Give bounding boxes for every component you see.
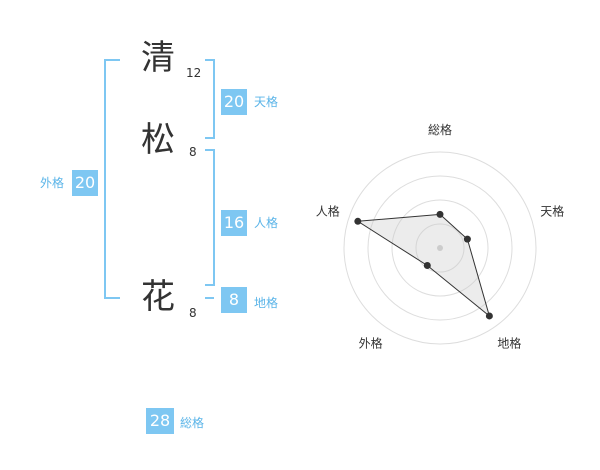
stroke-count-1: 12 [186, 66, 202, 80]
name-char-2: 松 [141, 120, 175, 160]
jinkaku-bracket [205, 149, 215, 286]
radar-point-1 [436, 210, 444, 218]
radar-axis-label-4: 外格 [359, 335, 383, 350]
stroke-count-2: 8 [189, 145, 197, 159]
chikaku-value: 8 [221, 287, 247, 313]
radar-ring [415, 223, 465, 273]
gaikaku-label: 外格 [40, 176, 65, 190]
tenkaku-label: 天格 [254, 95, 279, 109]
jinkaku-label: 人格 [254, 216, 279, 230]
chikaku-label: 地格 [254, 296, 279, 310]
name-char-3: 花 [141, 277, 175, 317]
radar-axis-label-3: 地格 [497, 335, 521, 350]
radar-point-5 [354, 217, 362, 225]
name-char-1: 清 [141, 38, 175, 78]
gaikaku-bracket [104, 59, 120, 299]
radar-axis-label-1: 総格 [428, 122, 452, 137]
gaikaku-value: 20 [72, 170, 98, 196]
radar-point-2 [463, 235, 471, 243]
radar-center-dot [437, 245, 443, 251]
radar-ring [343, 151, 537, 345]
stroke-count-3: 8 [189, 306, 197, 320]
soukaku-value: 28 [146, 408, 174, 434]
radar-ring [391, 199, 489, 297]
radar-point-4 [423, 261, 431, 269]
radar-axis-label-5: 人格 [316, 204, 340, 219]
tenkaku-bracket [205, 59, 215, 139]
soukaku-label: 総格 [180, 416, 205, 430]
radar-point-3 [485, 312, 493, 320]
radar-ring [367, 175, 513, 321]
radar-axis-label-2: 天格 [540, 204, 564, 219]
jinkaku-value: 16 [221, 210, 247, 236]
tenkaku-value: 20 [221, 89, 247, 115]
radar-series-polygon [356, 213, 491, 318]
